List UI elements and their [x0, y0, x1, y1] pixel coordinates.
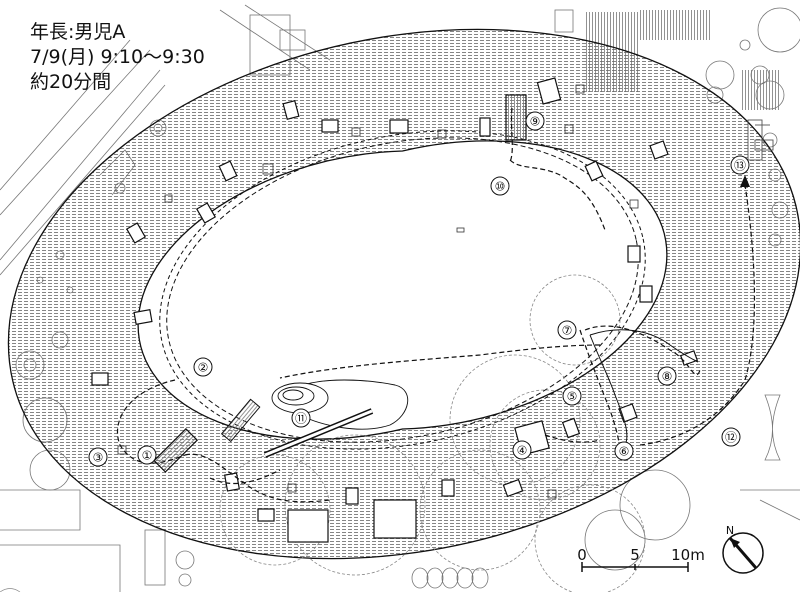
route-marker-12: ⑫ [721, 427, 741, 447]
compass-north-label: N [726, 524, 734, 537]
slide-hill [271, 379, 409, 430]
info-header: 年長:男児A 7/9(月) 9:10〜9:30 約20分間 [30, 20, 205, 95]
route-marker-2: ② [193, 357, 213, 377]
route-marker-6: ⑥ [614, 441, 634, 461]
svg-text:⑫: ⑫ [725, 431, 737, 445]
svg-text:⑬: ⑬ [734, 159, 746, 173]
building-outline [554, 9, 574, 33]
svg-text:⑥: ⑥ [619, 445, 630, 459]
svg-text:①: ① [142, 449, 153, 463]
svg-text:⑦: ⑦ [562, 324, 573, 338]
route-marker-1: ① [137, 445, 157, 465]
svg-text:⑪: ⑪ [295, 412, 307, 426]
bottom-spirals [411, 567, 489, 589]
route-marker-7: ⑦ [557, 320, 577, 340]
equipment-markers [91, 77, 699, 543]
svg-text:⑤: ⑤ [567, 390, 578, 404]
entrance-structure [747, 119, 774, 161]
building-hatch [740, 70, 780, 110]
bottom-trace [0, 588, 21, 592]
route-marker-11: ⑪ [291, 408, 311, 428]
svg-text:⑩: ⑩ [495, 180, 506, 194]
svg-text:②: ② [198, 361, 209, 375]
north-compass: N [722, 524, 764, 574]
small-squares [117, 84, 639, 499]
observation-date: 7/9(月) 9:10〜9:30 [30, 46, 205, 68]
route-marker-3: ③ [88, 447, 108, 467]
scale-tick-10m: 10m [671, 546, 705, 564]
inner-route-dashed [159, 130, 646, 450]
svg-text:⑧: ⑧ [662, 370, 673, 384]
scale-tick-5: 5 [630, 546, 640, 564]
inner-route-dashed [166, 137, 639, 443]
svg-text:⑨: ⑨ [530, 115, 541, 129]
ladder [220, 398, 261, 443]
long-slide-inner [264, 409, 373, 457]
svg-text:③: ③ [93, 451, 104, 465]
route-solid [589, 334, 628, 446]
route-arrowhead [740, 175, 750, 187]
building-hatch [640, 10, 710, 40]
route-marker-4: ④ [512, 440, 532, 460]
route-marker-8: ⑧ [657, 366, 677, 386]
observation-duration: 約20分間 [30, 71, 112, 93]
scale-bar: 0 5 10m [577, 546, 705, 572]
route-marker-5: ⑤ [562, 386, 582, 406]
scale-tick-0: 0 [577, 546, 587, 564]
subject-title: 年長:男児A [30, 21, 126, 43]
movement-routes [116, 107, 756, 503]
route-solid [589, 329, 699, 363]
route-marker-9: ⑨ [525, 111, 545, 131]
oval-ring [7, 28, 800, 560]
svg-text:④: ④ [517, 444, 528, 458]
route-marker-10: ⑩ [490, 176, 510, 196]
route-marker-13: ⑬ [730, 155, 750, 175]
